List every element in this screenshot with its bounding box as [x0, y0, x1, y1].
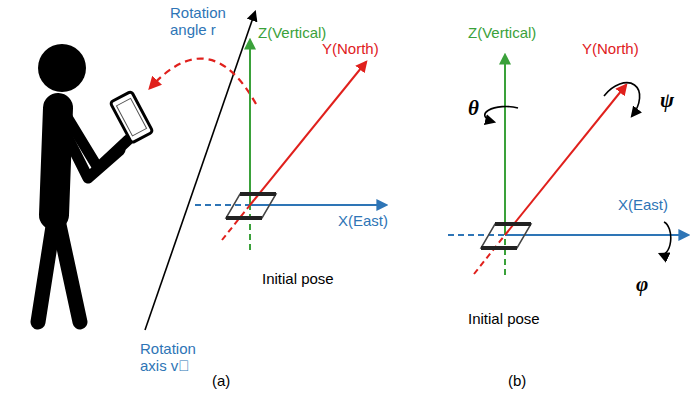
pose-label: Initial pose [262, 270, 334, 287]
label-text: Rotation angle r [170, 4, 226, 38]
z-axis [249, 40, 251, 205]
axis-label: Z(Vertical) [258, 24, 326, 41]
rotation-arrow-psi [604, 83, 640, 116]
y-axis [250, 62, 366, 205]
rotation-arrow-theta [485, 107, 518, 122]
z-axis-negative [504, 235, 506, 275]
phone-initial-pose [226, 194, 276, 218]
label-text: θ [468, 96, 479, 120]
label-text: Z(Vertical) [468, 24, 536, 41]
phone-edge [481, 246, 517, 250]
phone-screen [116, 98, 146, 136]
rotation-axis-arrow [145, 12, 255, 330]
phone-edge [226, 216, 262, 220]
x-axis-negative [448, 234, 505, 236]
person-leg [58, 220, 80, 322]
z-axis [504, 55, 506, 235]
y-axis-negative [222, 205, 250, 240]
label-text: Initial pose [262, 270, 334, 287]
phone-outline [226, 194, 276, 218]
label-text: (b) [508, 372, 526, 389]
y-axis [505, 85, 626, 235]
axis-label: X(East) [338, 212, 388, 229]
label-text: ψ [660, 88, 674, 112]
person-head [38, 44, 86, 92]
label-text: φ [636, 272, 648, 296]
phone-rotated [110, 91, 153, 143]
angle-symbol: ψ [660, 88, 674, 112]
panel-label: (a) [212, 372, 230, 389]
rotation-arc [150, 59, 256, 104]
rotation-axis-label: Rotation axis v⃗ [140, 340, 212, 375]
angle-symbol: θ [468, 96, 479, 120]
x-axis [505, 234, 688, 236]
pose-label: Initial pose [468, 310, 540, 327]
label-text: X(East) [618, 196, 668, 213]
axis-label: X(East) [618, 196, 668, 213]
x-axis-negative [195, 204, 250, 206]
person-silhouette [38, 44, 128, 322]
label-text: Initial pose [468, 310, 540, 327]
phone-outline [481, 224, 531, 248]
axis-label: Y(North) [582, 40, 639, 57]
label-text: Rotation axis v⃗ [140, 340, 196, 374]
phone-body [110, 91, 153, 143]
axis-label: Z(Vertical) [468, 24, 536, 41]
rotation-arrow-phi [660, 222, 671, 254]
phone-edge [240, 192, 276, 196]
person-arm [58, 118, 120, 178]
label-text: Y(North) [582, 40, 639, 57]
axis-label: Y(North) [322, 40, 379, 57]
rotation-angle-label: Rotation angle r [170, 4, 242, 39]
angle-symbol: φ [636, 272, 648, 296]
phone-initial-pose [481, 224, 531, 248]
y-axis-negative [474, 235, 505, 274]
label-text: Y(North) [322, 40, 379, 57]
person-leg [38, 220, 54, 322]
label-text: (a) [212, 372, 230, 389]
phone-edge [495, 222, 531, 226]
label-text: X(East) [338, 212, 388, 229]
label-text: Z(Vertical) [258, 24, 326, 41]
z-axis-negative [249, 205, 251, 250]
panel-label: (b) [508, 372, 526, 389]
